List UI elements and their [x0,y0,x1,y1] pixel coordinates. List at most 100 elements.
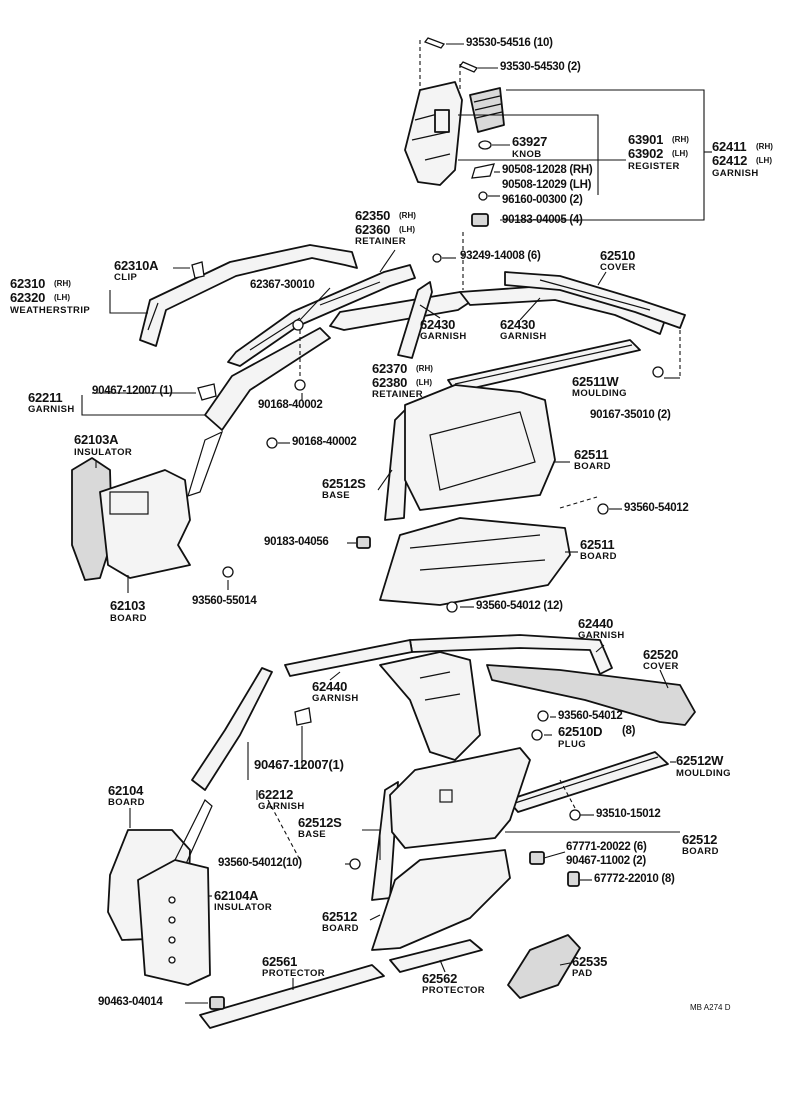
retainer-62350 [227,264,416,367]
label-62511W: 62511W [572,374,619,389]
leader-lines [81,40,712,1004]
garnish-62440-lower [284,639,413,677]
moulding-62512W [507,751,669,813]
label-62370: 62370 [372,361,408,376]
label-board-62103: BOARD [110,613,147,624]
label-93249-14008: 93249-14008 (6) [460,250,541,262]
label-67771-20022: 67771-20022 (6) [566,841,647,853]
label-62511-b: 62511 [580,537,615,552]
label-62512-a: 62512 [682,832,718,847]
label-weatherstrip: WEATHERSTRIP [10,305,91,316]
label-62512W: 62512W [676,753,724,768]
label-base-a: BASE [322,490,350,501]
label-garnish-62212: GARNISH [258,801,305,812]
label-62520: 62520 [643,647,679,662]
label-67772-22010: 67772-22010 (8) [594,873,675,885]
bolt-90467-12007 [197,383,217,401]
label-garnish-62430-a: GARNISH [420,331,467,342]
label-63927: 63927 [512,134,548,149]
label-90168-40002-b: 90168-40002 [292,436,357,448]
label-62380: 62380 [372,375,408,390]
clip-62367-30010 [292,319,304,331]
clip-67772-22010 [567,871,580,887]
label-90467-11002: 90467-11002 (2) [566,855,646,867]
label-62411-rh: (RH) [756,142,773,151]
label-93560-54012-10: 93560-54012(10) [218,857,302,869]
label-insulator-62104A: INSULATOR [214,902,273,913]
label-62411: 62411 [712,139,747,154]
board-62512-upper [389,747,531,849]
bolt-90168-40002-a [294,379,306,391]
label-62310: 62310 [10,276,46,291]
label-62360-lh: (LH) [399,225,415,234]
retainer-62370 [397,281,433,359]
label-62562: 62562 [422,971,458,986]
label-62320-lh: (LH) [54,293,70,302]
label-insulator-62103A: INSULATOR [74,447,133,458]
board-62103 [99,430,224,579]
label-moulding-62511W: MOULDING [572,388,627,399]
label-base-b: BASE [298,829,326,840]
label-90168-40002-a: 90168-40002 [258,399,323,411]
label-garnish-62430-b: GARNISH [500,331,547,342]
insulator-62103A [71,457,113,581]
label-pad: PAD [572,968,593,979]
label-62512-b: 62512 [322,909,358,924]
label-62430-a: 62430 [420,317,456,332]
label-90467-12007: 90467-12007 (1) [92,385,173,397]
label-protector-62561: PROTECTOR [262,968,326,979]
label-moulding-62512W: MOULDING [676,768,731,779]
diagram-code: MB A274 D [690,1003,731,1012]
register-vent-63901 [469,87,505,133]
label-90167-35010: 90167-35010 (2) [590,409,671,421]
label-62350-rh: (RH) [399,211,416,220]
label-62511-a: 62511 [574,447,609,462]
screw-93530-54516 [423,37,446,49]
label-62211: 62211 [28,390,63,405]
label-93510-15012: 93510-15012 [596,808,661,820]
clip-67771-20022 [529,851,545,865]
label-93530-54530: 93530-54530 (2) [500,61,581,73]
label-62510D: 62510D [558,724,603,739]
label-62440-a: 62440 [578,616,614,631]
screw-93560-54012-d [349,858,361,870]
label-62360: 62360 [355,222,391,237]
label-garnish-62211: GARNISH [28,404,75,415]
pad-62535 [507,934,581,999]
label-90183-04005: 90183-04005 (4) [502,214,583,226]
label-62320: 62320 [10,290,46,305]
label-62350: 62350 [355,208,391,223]
bolt-90167-35010 [652,366,664,378]
label-board-62512-b: BOARD [322,923,359,934]
label-garnish-62440-b: GARNISH [312,693,359,704]
clip-90183-04005 [471,213,489,227]
label-register: REGISTER [628,161,680,172]
screw-93560-54012-c [537,710,549,722]
label-62103: 62103 [110,598,146,613]
screw-93510-15012 [569,809,581,821]
garnish-62440-upper [409,634,613,675]
clip-90508 [471,163,495,179]
label-62512S-b: 62512S [298,815,342,830]
plug-62510D [531,729,543,741]
label-cover-62510: COVER [600,262,636,273]
label-62104A: 62104A [214,888,259,903]
label-protector-62562: PROTECTOR [422,985,486,996]
weatherstrip-62310 [139,244,358,347]
board-62512-lower [371,849,511,951]
label-62310-rh: (RH) [54,279,71,288]
garnish-62212 [191,667,273,791]
label-62510D-qty: (8) [622,725,636,737]
label-62440-b: 62440 [312,679,348,694]
screw-93530-54530 [458,61,479,73]
label-62212: 62212 [258,787,294,802]
label-62310A: 62310A [114,258,159,273]
board-62511-upper [404,384,556,511]
label-62370-rh: (RH) [416,364,433,373]
label-62103A: 62103A [74,432,119,447]
bolt-90467-12007-lower [294,707,312,726]
label-retainer-62350: RETAINER [355,236,407,247]
label-knob: KNOB [512,149,542,160]
bolt-93249-14008 [432,253,442,263]
